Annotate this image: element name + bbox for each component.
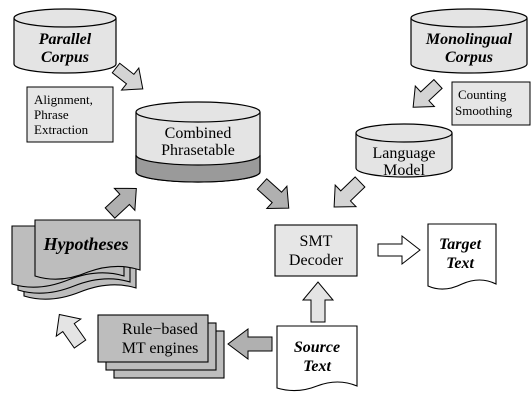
combined-phrasetable-cylinder: Combined Phrasetable	[135, 101, 261, 183]
phrasetable-label-line2: Phrasetable	[161, 142, 235, 159]
target-text-document: Target Text	[427, 223, 497, 290]
source-text-label-line2: Text	[303, 358, 331, 375]
arrow-source-to-decoder	[301, 281, 335, 323]
arrow-rule-engines-to-hypotheses	[55, 313, 87, 349]
language-model-label-line1: Language	[372, 145, 435, 162]
hypotheses-label: Hypotheses	[43, 234, 129, 254]
parallel-corpus-label-line2: Corpus	[41, 49, 89, 66]
parallel-corpus-cylinder: Parallel Corpus	[13, 8, 117, 74]
alignment-note-line3: Extraction	[34, 122, 89, 137]
target-text-label-line2: Text	[446, 255, 474, 272]
monolingual-corpus-cylinder: Monolingual Corpus	[410, 8, 528, 74]
smt-decoder-label-line2: Decoder	[289, 252, 344, 269]
hypotheses-document-stack: Hypotheses	[11, 219, 141, 300]
arrow-source-to-rule-engines	[227, 328, 273, 360]
phrasetable-label-line1: Combined	[165, 125, 232, 142]
rule-engines-label-line2: MT engines	[122, 340, 199, 357]
counting-note-box: Counting Smoothing	[451, 81, 531, 126]
language-model-cylinder: Language Model	[355, 123, 453, 179]
alignment-note-line1: Alignment,	[34, 92, 93, 107]
arrow-hypotheses-to-phrasetable	[104, 187, 137, 219]
arrow-decoder-to-target	[377, 234, 421, 266]
counting-note-line2: Smoothing	[455, 103, 513, 118]
monolingual-corpus-label-line1: Monolingual	[425, 31, 513, 48]
arrow-monolingual-to-lm	[412, 78, 443, 108]
rule-based-engines-stack: Rule−based MT engines	[97, 314, 225, 379]
smt-decoder-label-line1: SMT	[300, 233, 333, 250]
language-model-label-line2: Model	[383, 162, 425, 179]
arrow-phrasetable-to-decoder	[256, 178, 290, 210]
alignment-note-box: Alignment, Phrase Extraction	[26, 86, 114, 143]
parallel-corpus-label-line1: Parallel	[38, 31, 92, 48]
arrow-corpus-to-phrasetable	[111, 62, 144, 91]
arrow-lm-to-decoder	[333, 176, 366, 208]
target-text-label-line1: Target	[439, 236, 482, 253]
monolingual-corpus-label-line2: Corpus	[445, 49, 493, 66]
alignment-note-line2: Phrase	[34, 107, 69, 122]
source-text-label-line1: Source	[294, 339, 340, 356]
smt-decoder-box: SMT Decoder	[274, 224, 358, 277]
counting-note-line1: Counting	[458, 87, 507, 102]
source-text-document: Source Text	[276, 325, 358, 392]
rule-engines-label-line1: Rule−based	[122, 321, 198, 338]
